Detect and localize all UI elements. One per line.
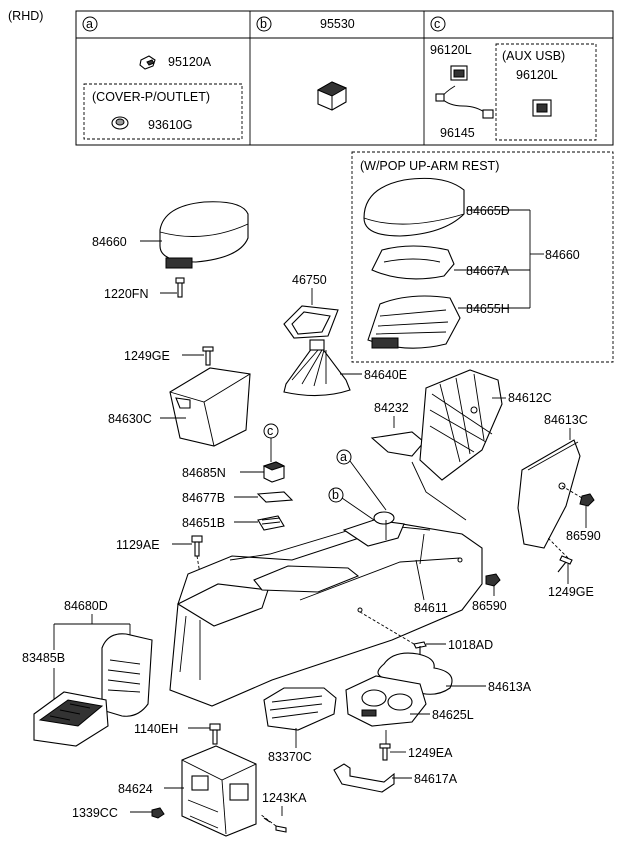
label-93610G: 93610G: [148, 118, 192, 132]
popup-base-84655H-drawing: [367, 295, 461, 349]
label-84660-popup: 84660: [545, 248, 580, 262]
switch-95530-drawing: [316, 81, 348, 111]
popup-tray-84667A-drawing: [371, 245, 455, 280]
harness-96145-drawing: [435, 85, 494, 119]
label-84617A: 84617A: [414, 772, 458, 786]
legend-marker-c-letter: c: [434, 17, 440, 31]
armrest-84660-drawing: [159, 201, 249, 269]
outlet-cover-93610G-drawing: [111, 116, 129, 130]
label-84651B: 84651B: [182, 516, 225, 530]
label-84630C: 84630C: [108, 412, 152, 426]
aux-usb-box: [495, 43, 597, 141]
label-46750: 46750: [292, 273, 327, 287]
label-1018AD: 1018AD: [448, 638, 493, 652]
side-cover-84613C-drawing: [517, 439, 581, 549]
legend-marker-c: [430, 16, 446, 32]
aux-usb-caption: (AUX USB): [502, 49, 565, 63]
trim-83370C-drawing: [263, 687, 337, 731]
bolt-1140EH-drawing: [209, 723, 221, 745]
bracket-84624-drawing: [181, 745, 257, 837]
clip-86590-mid-drawing: [485, 573, 501, 587]
label-84613C: 84613C: [544, 413, 588, 427]
label-84640E: 84640E: [364, 368, 407, 382]
callout-a-letter: a: [340, 450, 347, 464]
label-84660: 84660: [92, 235, 127, 249]
bezel-46750-drawing: [283, 305, 339, 339]
callout-a: [336, 449, 352, 465]
label-96145: 96145: [440, 126, 475, 140]
legend-table: [75, 10, 614, 146]
bracket-84617A-drawing: [333, 763, 395, 793]
callout-b-letter: b: [332, 488, 339, 502]
label-84680D: 84680D: [64, 599, 108, 613]
label-84625L: 84625L: [432, 708, 474, 722]
popup-lid-84665D-drawing: [363, 177, 465, 237]
boot-84640E-drawing: [283, 339, 351, 397]
screw-1249GE-right-drawing: [557, 555, 573, 573]
label-1249EA: 1249EA: [408, 746, 453, 760]
jack-84685N-drawing: [262, 461, 286, 483]
screw-1243KA-drawing: [263, 817, 287, 833]
outlet-cover-box: [83, 83, 243, 140]
screw-1249GE-top-drawing: [202, 346, 214, 366]
label-1140EH: 1140EH: [134, 722, 178, 736]
legend-column-c: c 96120L 96145 (AUX USB) 96120L: [430, 16, 597, 141]
screw-1249EA-drawing: [379, 743, 391, 761]
cupholder-84625L-drawing: [345, 675, 427, 727]
popup-armrest-caption: (W/POP UP-ARM REST): [360, 159, 499, 173]
label-1249GE-top: 1249GE: [124, 349, 170, 363]
label-1339CC: 1339CC: [72, 806, 118, 820]
legend-column-a: a 95120A (COVER-P/OUTLET) 93610G: [82, 16, 243, 140]
bin-84630C-drawing: [169, 367, 251, 447]
label-96120L-aux: 96120L: [516, 68, 558, 82]
callout-b: [328, 487, 344, 503]
label-84655H: 84655H: [466, 302, 510, 316]
legend-marker-a-letter: a: [86, 17, 93, 31]
label-1249GE-right: 1249GE: [548, 585, 594, 599]
pad-84677B-drawing: [256, 491, 294, 503]
label-84665D: 84665D: [466, 204, 510, 218]
label-83485B: 83485B: [22, 651, 65, 665]
variant-label: (RHD): [8, 9, 43, 23]
label-95120A: 95120A: [168, 55, 212, 69]
label-84624: 84624: [118, 782, 153, 796]
label-84685N: 84685N: [182, 466, 226, 480]
clip-1339CC-drawing: [151, 807, 165, 819]
label-84613A: 84613A: [488, 680, 532, 694]
label-83370C: 83370C: [268, 750, 312, 764]
jack-96120L-drawing: [450, 65, 468, 81]
legend-marker-b-letter: b: [260, 17, 267, 31]
bolt-1220FN-drawing: [175, 277, 185, 298]
outlet-cover-caption: (COVER-P/OUTLET): [92, 90, 210, 104]
label-84667A: 84667A: [466, 264, 510, 278]
callout-c-letter: c: [267, 424, 273, 438]
legend-marker-a: [82, 16, 98, 32]
label-95530: 95530: [320, 17, 355, 31]
label-1129AE: 1129AE: [116, 538, 160, 552]
label-84612C: 84612C: [508, 391, 552, 405]
label-1220FN: 1220FN: [104, 287, 148, 301]
label-86590-mid: 86590: [472, 599, 507, 613]
clip-86590-right-drawing: [579, 493, 595, 507]
tray-84680D-drawing: [33, 691, 109, 747]
label-86590-right: 86590: [566, 529, 601, 543]
label-84611: 84611: [414, 601, 448, 615]
pad-84651B-drawing: [257, 515, 285, 531]
usb-jack-96120L-drawing: [532, 99, 552, 117]
bolt-1129AE-drawing: [191, 535, 203, 557]
clip-95120A-drawing: [139, 55, 156, 70]
label-84232: 84232: [374, 401, 409, 415]
legend-marker-b: [256, 16, 272, 32]
label-96120L-top: 96120L: [430, 43, 472, 57]
legend-column-b: b 95530: [256, 16, 355, 111]
label-84677B: 84677B: [182, 491, 225, 505]
mat-84232-drawing: [370, 431, 425, 457]
label-1243KA: 1243KA: [262, 791, 307, 805]
console-84611-drawing: [169, 461, 483, 707]
cover-83485B-drawing: [101, 633, 153, 717]
panel-84612C-drawing: [419, 369, 503, 481]
popup-armrest-box: [351, 151, 614, 363]
